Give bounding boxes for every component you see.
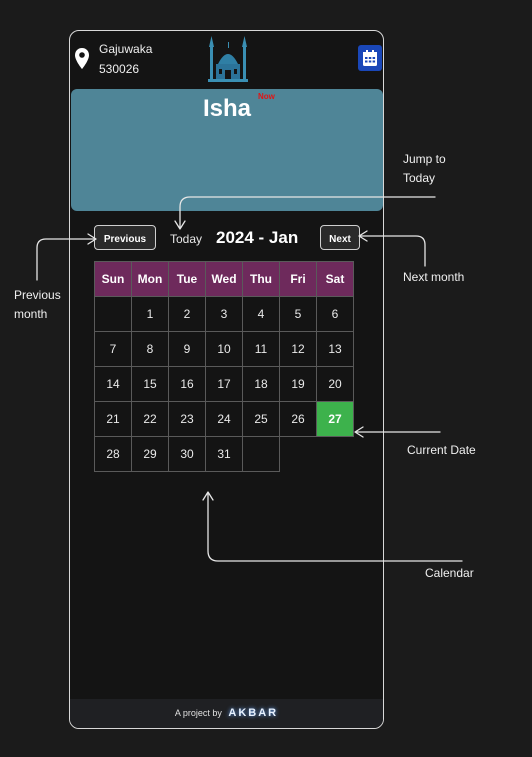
calendar-icon	[363, 50, 377, 66]
footer-prefix: A project by	[174, 708, 222, 718]
weekday-header: Wed	[205, 261, 243, 297]
app-frame: Gajuwaka 530026	[69, 30, 384, 729]
weekday-header: Sun	[94, 261, 132, 297]
previous-month-button[interactable]: Previous	[94, 225, 156, 250]
calendar-current-date[interactable]: 27	[316, 401, 354, 437]
arrow-previous-month	[36, 233, 97, 281]
footer-brand: AKBAR	[228, 707, 279, 719]
arrow-current-date	[354, 426, 441, 438]
weekday-header: Sat	[316, 261, 354, 297]
weekday-header: Mon	[131, 261, 169, 297]
header: Gajuwaka 530026	[70, 31, 383, 89]
arrow-next-month	[358, 230, 426, 267]
current-prayer-name: Isha	[202, 95, 252, 122]
next-month-button[interactable]: Next	[320, 225, 360, 250]
annotation-current-date: Current Date	[407, 443, 476, 457]
calendar-toggle-button[interactable]	[358, 45, 382, 71]
today-button[interactable]: Today	[170, 232, 203, 246]
arrow-calendar	[202, 491, 463, 562]
annotation-calendar: Calendar	[425, 566, 474, 580]
month-label: 2024 - Jan	[216, 228, 299, 247]
footer: A project by AKBAR	[70, 699, 383, 728]
annotation-previous-month: Previous month	[14, 288, 61, 321]
calendar-blank-cell	[242, 436, 280, 472]
arrow-jump-to-today	[174, 196, 436, 230]
location-pincode: 530026	[99, 62, 140, 76]
annotation-next-month: Next month	[403, 270, 465, 284]
mosque-icon	[208, 36, 248, 82]
now-badge: Now	[258, 92, 275, 101]
weekday-header: Thu	[242, 261, 280, 297]
annotation-jump-to-today: Jump to Today	[403, 152, 446, 185]
current-prayer-card: Isha Now	[71, 89, 383, 211]
map-pin-icon	[75, 48, 89, 69]
location-name: Gajuwaka	[99, 42, 153, 56]
